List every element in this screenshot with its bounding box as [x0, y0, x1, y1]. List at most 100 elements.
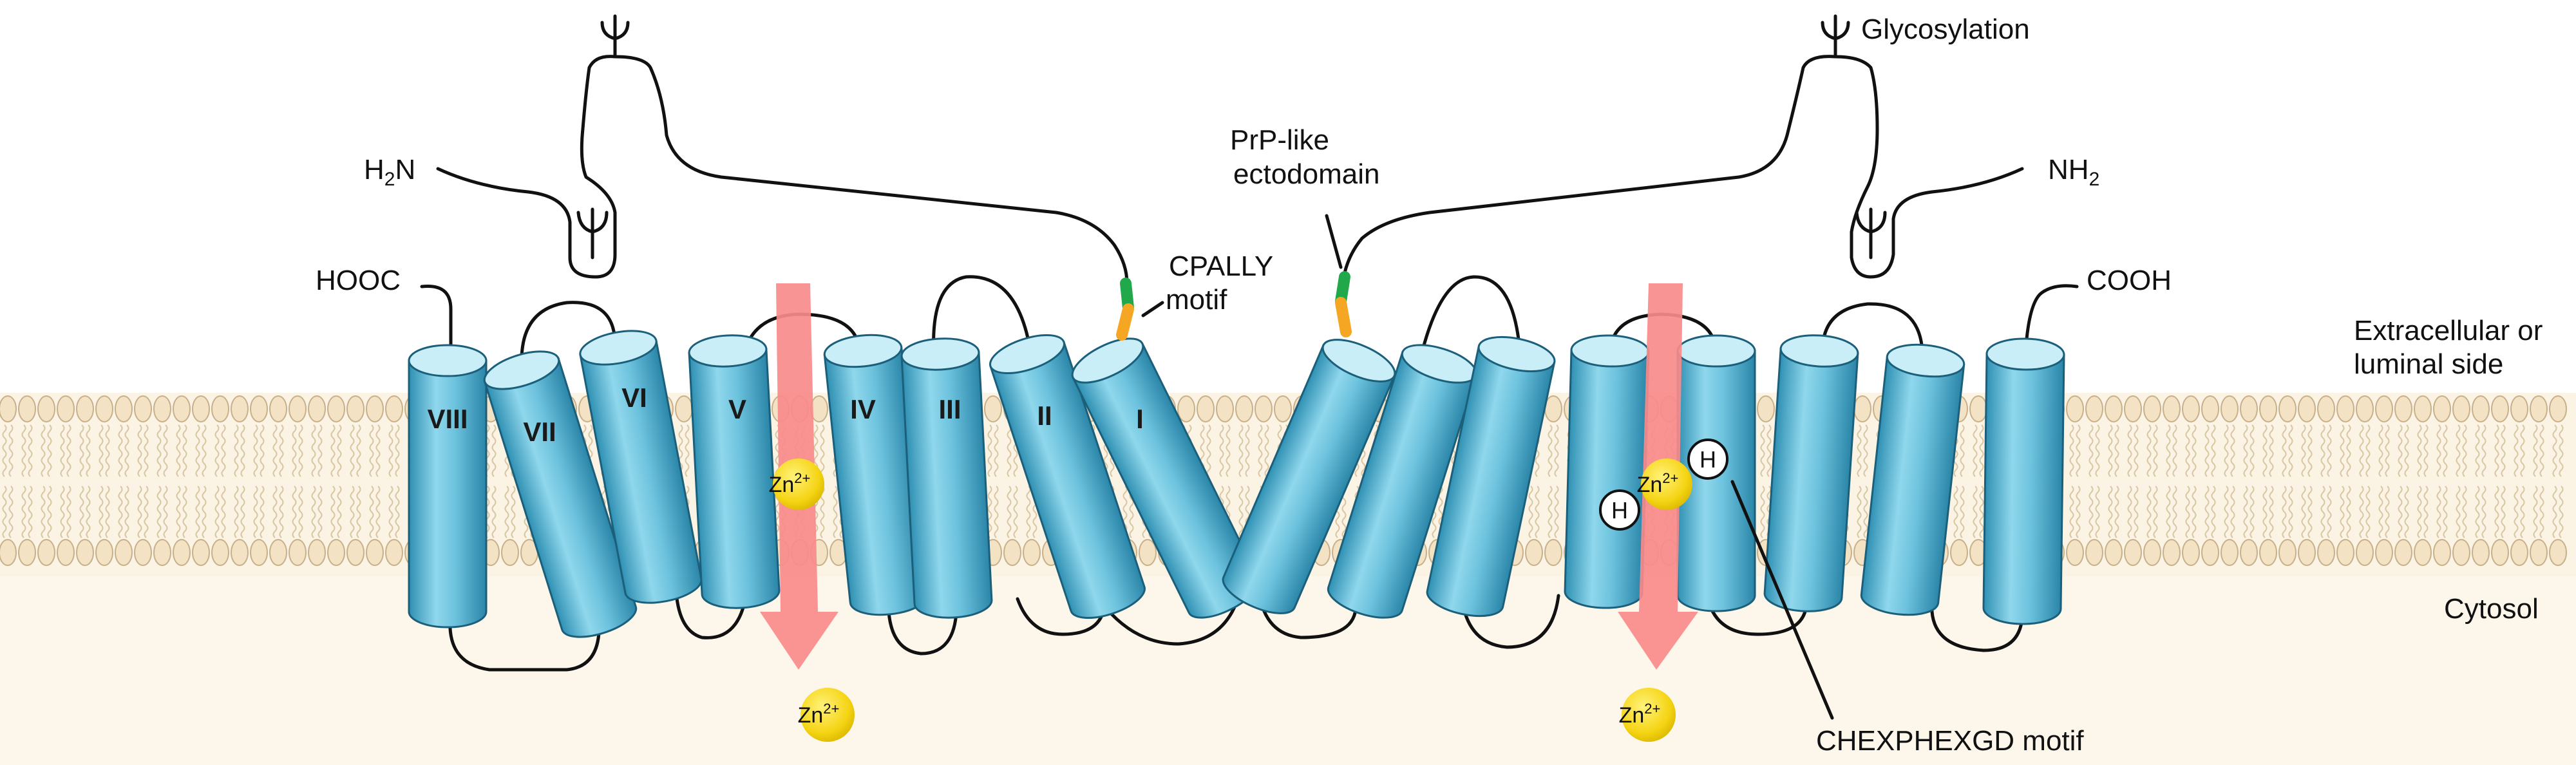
lipid-tail	[66, 424, 71, 477]
helix-right-3	[1426, 335, 1556, 618]
lipid-tail	[2134, 486, 2139, 538]
label-extracellular-line2: luminal side	[2354, 348, 2503, 380]
lipid-head	[2143, 539, 2161, 566]
lipid-head	[95, 395, 113, 422]
leader-cpally	[1141, 301, 1164, 317]
lipid-head	[18, 539, 36, 566]
svg-text:H: H	[1700, 446, 1716, 473]
annotation-labels: Glycosylation PrP-like ectodomain CPALLY…	[316, 14, 2543, 757]
lipid-tail	[2552, 486, 2557, 538]
lipid-tail	[221, 424, 226, 477]
lipid-tail	[369, 424, 374, 477]
histidine-left: H	[1599, 489, 1640, 531]
lipid-tail	[137, 486, 142, 538]
lipid-head	[231, 395, 249, 422]
prp-ectodomain-right	[1341, 55, 2024, 285]
lipid-head	[2298, 539, 2316, 566]
lipid-head	[2182, 395, 2200, 422]
label-hooc: HOOC	[316, 265, 401, 296]
loop-iii-iv-cyto	[887, 594, 958, 656]
lipid-head	[192, 539, 210, 566]
lipid-tail	[60, 486, 65, 538]
lipid-head	[2356, 539, 2374, 566]
lipid-head	[211, 395, 229, 422]
lipid-tail	[298, 424, 303, 477]
helix-numeral-viii: VIII	[427, 404, 468, 434]
lipid-head	[2201, 539, 2219, 566]
label-prp-line2: ectodomain	[1233, 158, 1379, 190]
lipid-tail	[388, 424, 393, 477]
svg-text:H: H	[1611, 497, 1628, 524]
lipid-head	[2259, 539, 2277, 566]
lipid-tail	[2069, 424, 2074, 477]
lipid-tail	[1238, 486, 1244, 538]
lipid-head	[2433, 539, 2451, 566]
lipid-head	[134, 539, 152, 566]
lipid-head	[2433, 395, 2451, 422]
lipid-tail	[2243, 486, 2248, 538]
lipid-tail	[491, 424, 497, 477]
label-extracellular-line1: Extracellular or	[2354, 315, 2543, 346]
helix-numeral-i: I	[1136, 404, 1144, 434]
lipid-head	[2375, 395, 2393, 422]
lipid-tail	[2153, 486, 2158, 538]
lipid-tail	[8, 424, 14, 477]
lipid-tail	[2185, 424, 2190, 477]
lipid-tail	[2514, 486, 2519, 538]
lipid-tail	[163, 486, 168, 538]
helix-i	[1071, 337, 1260, 619]
svg-text:Zn2+: Zn2+	[769, 470, 811, 497]
lipid-tail	[298, 486, 303, 538]
n-terminus-left	[436, 55, 1129, 285]
lipid-tail	[156, 486, 162, 538]
lipid-tail	[2385, 424, 2390, 477]
lipid-tail	[2076, 424, 2081, 477]
lipid-tail	[260, 424, 265, 477]
lipid-tail	[2501, 424, 2506, 477]
lipid-head	[2375, 539, 2393, 566]
lipid-tail	[375, 424, 381, 477]
lipid-tail	[994, 486, 999, 538]
lipid-head	[2163, 395, 2181, 422]
lipid-tail	[2, 424, 7, 477]
lipid-head	[1757, 395, 1775, 422]
lipid-tail	[1026, 486, 1031, 538]
lipid-tail	[86, 486, 91, 538]
lipid-head	[1950, 539, 1968, 566]
lipid-tail	[2559, 424, 2564, 477]
helix-right-4	[1564, 334, 1650, 609]
lipid-head	[1197, 395, 1215, 422]
lipid-tail	[2539, 424, 2544, 477]
lipid-head	[1023, 539, 1041, 566]
lipid-tail	[388, 486, 393, 538]
lipid-head	[173, 539, 191, 566]
lipid-tail	[1554, 424, 1559, 477]
lipid-head	[984, 395, 1002, 422]
lipid-tail	[28, 486, 33, 538]
lipid-tail	[2533, 424, 2538, 477]
lipid-head	[289, 395, 307, 422]
lipid-tail	[987, 424, 992, 477]
lipid-head	[2143, 395, 2161, 422]
lipid-head	[192, 395, 210, 422]
lipid-tail	[2436, 424, 2441, 477]
lipid-tail	[1528, 486, 1533, 538]
lipid-tail	[2211, 486, 2216, 538]
lipid-head	[57, 395, 75, 422]
lipid-head	[2336, 539, 2354, 566]
lipid-tail	[2166, 486, 2171, 538]
lipid-head	[2510, 395, 2528, 422]
lipid-tail	[2269, 424, 2274, 477]
lipid-tail	[820, 424, 825, 477]
lipid-tail	[2481, 424, 2486, 477]
lipid-tail	[2114, 424, 2119, 477]
prp-like-motif-segments	[1116, 271, 1352, 341]
lipid-head	[385, 539, 403, 566]
lipid-head	[2221, 395, 2239, 422]
lipid-head	[2491, 395, 2509, 422]
c-terminus-left	[420, 284, 453, 353]
loop-v-vi-cyto	[674, 590, 746, 639]
lipid-tail	[2088, 486, 2094, 538]
lipid-head	[1255, 395, 1273, 422]
lipid-tail	[2423, 424, 2429, 477]
